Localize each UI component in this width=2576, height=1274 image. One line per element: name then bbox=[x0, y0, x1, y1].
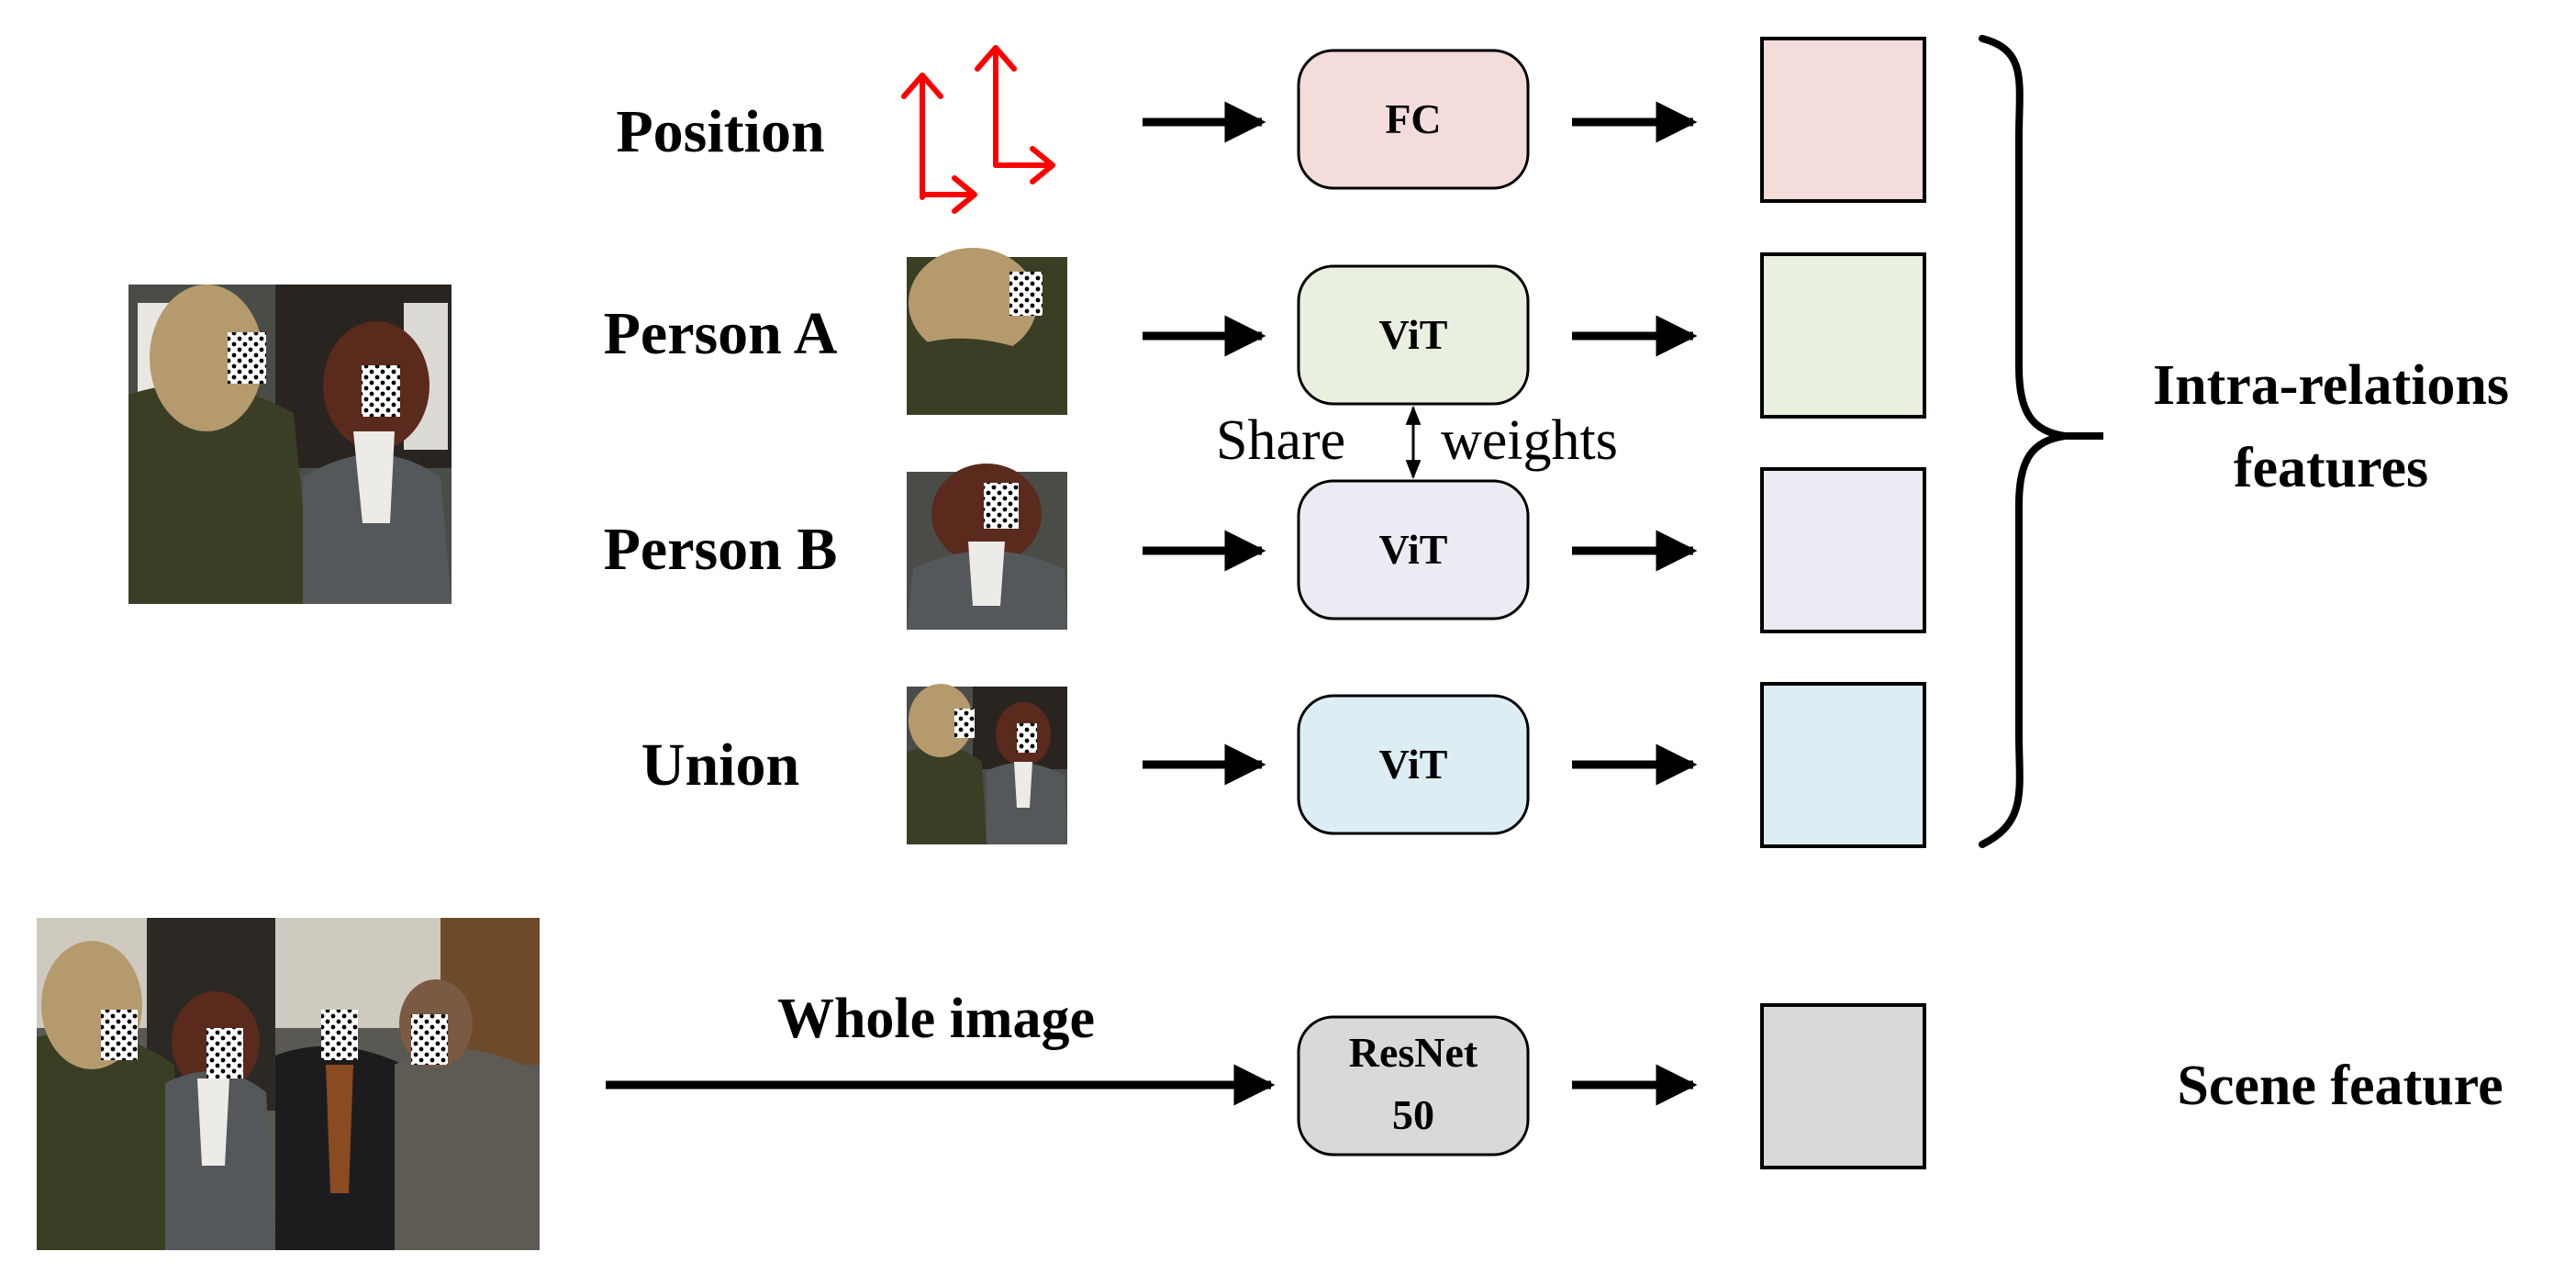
crop-person-a bbox=[907, 248, 1067, 415]
module-label-resnet-line2: 50 bbox=[1392, 1091, 1434, 1138]
row-label-person-b: Person B bbox=[604, 516, 838, 583]
weights-label: weights bbox=[1441, 409, 1618, 472]
feature-scene bbox=[1760, 1003, 1926, 1169]
feature-position bbox=[1760, 37, 1926, 203]
module-vit-a: ViT bbox=[1297, 264, 1530, 406]
module-resnet: ResNet 50 bbox=[1297, 1015, 1530, 1157]
whole-image-label: Whole image bbox=[777, 988, 1095, 1050]
curly-brace bbox=[1979, 35, 2073, 848]
scene-feature-label: Scene feature bbox=[2177, 1055, 2503, 1117]
module-label-fc: FC bbox=[1385, 95, 1441, 142]
intra-relations-label-line2: features bbox=[2234, 437, 2428, 499]
crop-union bbox=[907, 684, 1067, 844]
module-vit-b: ViT bbox=[1297, 479, 1530, 620]
module-label-vit-a: ViT bbox=[1379, 311, 1448, 358]
module-label-resnet-line1: ResNet bbox=[1349, 1029, 1478, 1076]
intra-relations-label-line1: Intra-relations bbox=[2153, 354, 2509, 417]
photo-whole-scene bbox=[37, 918, 540, 1250]
row-label-union: Union bbox=[641, 732, 799, 799]
coordinate-axes-icon bbox=[901, 45, 1055, 214]
row-label-position: Position bbox=[616, 98, 824, 165]
input-arrows bbox=[606, 101, 1276, 1106]
module-label-vit-b: ViT bbox=[1379, 526, 1448, 573]
feature-person-a bbox=[1760, 252, 1926, 419]
share-label: Share bbox=[1216, 409, 1345, 472]
crop-person-b bbox=[907, 464, 1067, 630]
row-label-person-a: Person A bbox=[604, 300, 838, 367]
module-vit-union: ViT bbox=[1297, 694, 1530, 835]
share-weights: Share weights bbox=[1216, 405, 1618, 480]
photo-two-people bbox=[128, 285, 452, 604]
feature-person-b bbox=[1760, 467, 1926, 633]
feature-union bbox=[1760, 682, 1926, 848]
output-arrows bbox=[1572, 101, 1698, 1106]
module-label-vit-union: ViT bbox=[1379, 741, 1448, 788]
module-fc: FC bbox=[1297, 49, 1530, 190]
